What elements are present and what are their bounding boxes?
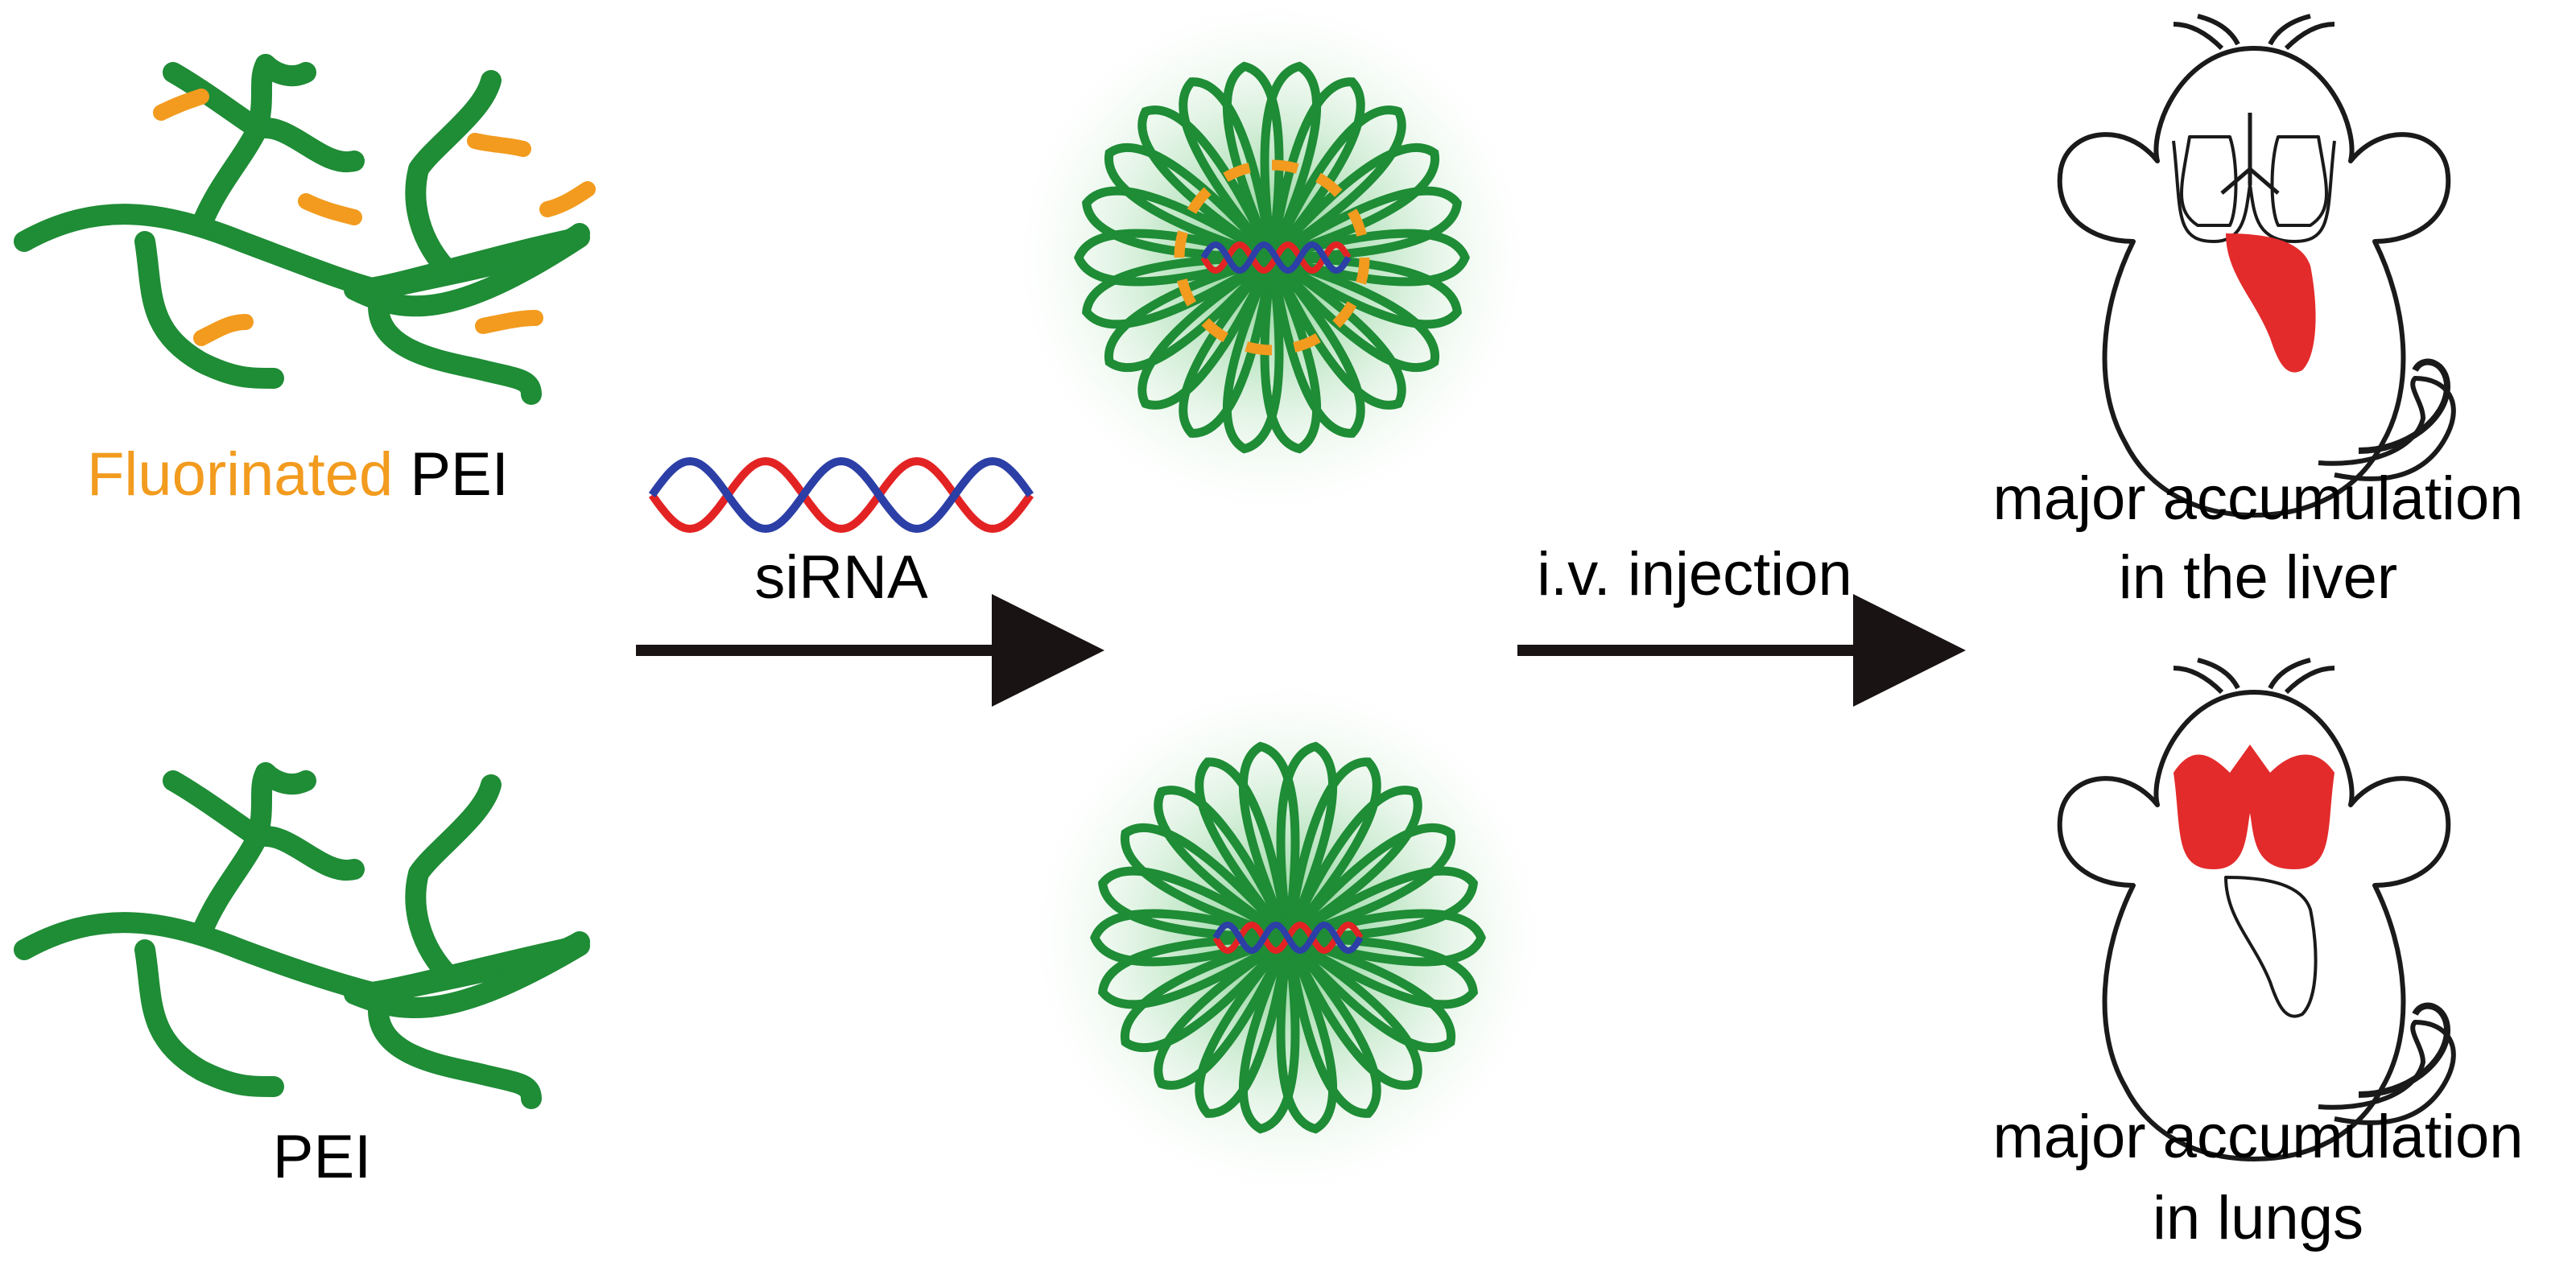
mouse-liver-icon	[2057, 14, 2456, 518]
fluorine-dash	[1332, 301, 1357, 328]
polyplex-loop	[1223, 255, 1284, 454]
polyplex-loop	[1154, 786, 1292, 942]
polyplex-loop	[1120, 823, 1292, 943]
polyplex-loop	[1284, 933, 1456, 1053]
fluorinated-pei-branch-icon	[14, 54, 590, 405]
polyplex-loop	[1098, 933, 1290, 1009]
polyplex-loop	[1239, 935, 1300, 1134]
polyplex-loop	[1239, 741, 1300, 940]
fluorinated-polyplex-icon	[1006, 0, 1538, 523]
injection-label: i.v. injection	[1537, 540, 1852, 608]
polyplex-loop	[1195, 934, 1293, 1118]
sirna-double-helix-icon	[648, 456, 1034, 534]
liver-caption-line1: major accumulation	[1992, 464, 2524, 533]
fluorinated-pei-label: Fluorinated PEI	[87, 444, 509, 505]
polyplex-loop	[1286, 933, 1478, 1009]
polyplex-loop	[1286, 866, 1478, 943]
fluorine-dash	[1245, 341, 1273, 356]
polyplex-loop	[1283, 934, 1381, 1118]
polyplex-loop	[1284, 823, 1456, 943]
pei-word: PEI	[393, 440, 509, 509]
polyplex-loop	[1276, 935, 1337, 1134]
polyplex-loop	[1268, 105, 1406, 262]
polyplex-loop	[1283, 757, 1381, 941]
polyplex-loop	[1179, 77, 1277, 261]
pei-polyplex-icon	[1022, 672, 1554, 1203]
fluorine-dash	[1174, 230, 1188, 258]
fluorinated-word: Fluorinated	[87, 440, 394, 509]
polyplex-loop	[1260, 61, 1321, 260]
polyplex-loop	[1137, 254, 1276, 410]
polyplex-loop	[1284, 934, 1422, 1090]
fluorine-dash	[1292, 332, 1321, 353]
fluorine-dash	[1347, 208, 1367, 237]
polyplex-loop	[1284, 786, 1422, 942]
polyplex-loop	[1098, 866, 1290, 943]
fluorine-dash	[1187, 187, 1212, 214]
polyplex-loop	[1276, 741, 1337, 940]
liver-caption-line2: in the liver	[2118, 543, 2398, 612]
lungs-caption-line1: major accumulation	[1992, 1103, 2524, 1171]
mouse-lungs-icon	[2057, 658, 2456, 1161]
fluorine-dash	[1223, 163, 1252, 183]
fluorine-dash	[1315, 172, 1343, 197]
lungs-caption-line2: in lungs	[2153, 1184, 2363, 1252]
polyplex-loop	[1120, 933, 1292, 1053]
polyplex-loop	[1286, 909, 1486, 967]
fluorine-dash	[1201, 318, 1228, 343]
sirna-label: siRNA	[754, 543, 928, 612]
fluorine-side-groups	[153, 89, 596, 346]
polyplex-loop	[1154, 934, 1292, 1090]
fluorine-dash	[1271, 159, 1299, 174]
fluorine-dash	[1356, 257, 1370, 285]
polyplex-loop	[1090, 909, 1290, 967]
polyplex-loop	[1195, 757, 1293, 941]
pei-label: PEI	[272, 1123, 372, 1191]
polyplex-loop	[1267, 254, 1365, 438]
pei-branch-icon	[14, 762, 590, 1109]
fluorine-dash	[1177, 278, 1197, 307]
